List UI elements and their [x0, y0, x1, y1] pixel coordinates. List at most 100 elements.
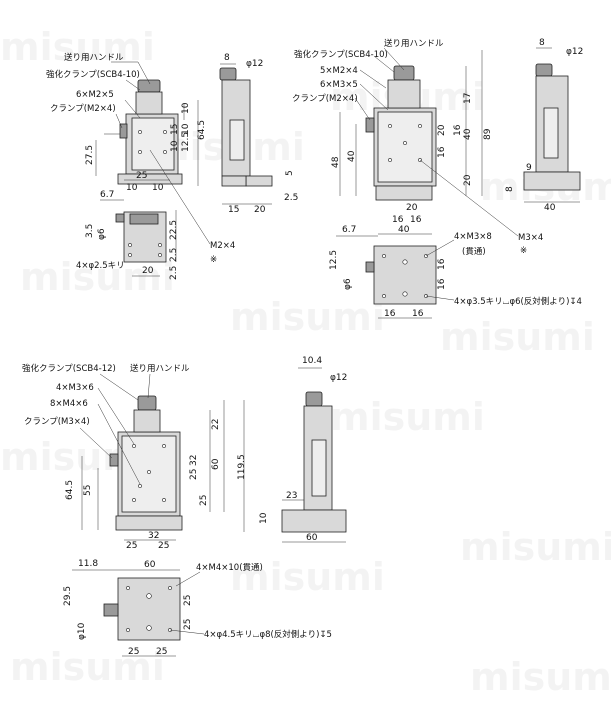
dimension-label: 40: [463, 128, 473, 140]
dimension-label: φ12: [566, 47, 583, 57]
top-left-side-view: 8 φ12 5 15 20 2.5: [219, 53, 298, 215]
dimension-label: 20: [254, 205, 266, 215]
dimension-label: φ6: [97, 228, 107, 240]
bottom-side-view: 10.4 φ12 23 10 60: [259, 356, 347, 543]
dimension-label: 2.5: [169, 248, 179, 262]
dimension-label: 32: [189, 455, 199, 466]
dimension-label: φ10: [77, 622, 87, 640]
bottom-labels: 強化クランプ(SCB4-12) 送り用ハンドル 4×M3×6 8×M4×6 クラ…: [22, 363, 190, 485]
dimension-label: 16: [453, 124, 463, 136]
watermark-text: misumi: [470, 655, 611, 699]
dimension-label: 10.4: [302, 356, 322, 366]
bottom-base-view: 29.5 φ10 25 25 25 25 4×φ4.5キリ⌴φ8(反対側より)↧…: [63, 571, 332, 657]
dimension-label: 強化クランプ(SCB4-12): [22, 363, 116, 374]
watermark-text: misumi: [230, 295, 385, 339]
top-left-front-view: [104, 79, 183, 185]
dimension-label: 6.7: [342, 225, 356, 235]
dimension-label: ※: [520, 246, 527, 256]
watermark-text: misumi: [460, 525, 611, 569]
dimension-label: 16: [392, 215, 404, 225]
dimension-label: 送り用ハンドル: [130, 363, 190, 374]
dimension-label: 40: [544, 203, 556, 213]
dimension-label: 11.8: [78, 559, 98, 569]
dimension-label: 10: [181, 102, 191, 114]
dimension-label: 25: [183, 595, 193, 606]
dimension-label: 16: [437, 258, 447, 270]
dimension-label: 32: [148, 531, 159, 541]
dimension-label: 5×M2×4: [320, 66, 358, 76]
top-right-labels: 強化クランプ(SCB4-10) 送り用ハンドル 5×M2×4 6×M3×5 クラ…: [292, 38, 444, 121]
dimension-label: (貫通): [462, 246, 486, 257]
dimension-label: 89: [483, 128, 493, 140]
dimension-label: 20: [406, 203, 418, 213]
dimension-label: 12.5: [181, 132, 191, 152]
watermark-text: misumi: [440, 315, 595, 359]
dimension-label: 4×M4×10(貫通): [196, 562, 263, 573]
dimension-label: 60: [306, 533, 318, 543]
dimension-label: 6×M2×5: [76, 90, 114, 100]
dimension-label: 20: [142, 266, 154, 276]
dimension-label: 60: [211, 458, 221, 470]
dimension-label: 25: [158, 541, 169, 551]
dimension-label: φ6: [343, 278, 353, 290]
dimension-label: クランプ(M2×4): [292, 94, 358, 104]
dimension-label: 8: [224, 53, 230, 63]
dimension-label: 25: [128, 647, 139, 657]
dimension-label: 20: [463, 174, 473, 186]
dimension-label: 25: [126, 541, 137, 551]
top-left-base-view: 3.5 φ6 22.5 2.5 2.5 20 4×φ2.5キリ M2×4 ※: [76, 149, 235, 280]
bottom-front-view: [109, 395, 183, 531]
dimension-label: 27.5: [85, 145, 95, 165]
watermark-text: misumi: [330, 395, 485, 439]
dimension-label: クランプ(M3×4): [24, 417, 90, 427]
dimension-label: 9: [526, 163, 532, 173]
dimension-label: 強化クランプ(SCB4-10): [294, 49, 388, 60]
dimension-label: 4×φ2.5キリ: [76, 261, 125, 271]
dimension-label: 10: [170, 140, 180, 152]
dimension-label: 4×M3×6: [56, 383, 94, 393]
dimension-label: M3×4: [518, 233, 543, 243]
dimension-label: 15: [170, 124, 180, 135]
dimension-label: 送り用ハンドル: [384, 38, 444, 49]
dimension-label: 10: [152, 183, 164, 193]
watermark-text: misumi: [10, 645, 165, 689]
dimension-label: 強化クランプ(SCB4-10): [46, 69, 140, 80]
dimension-label: 16: [410, 215, 422, 225]
dimension-label: 25: [156, 647, 167, 657]
dimension-label: 22.5: [169, 220, 179, 240]
dimension-label: 64.5: [197, 120, 207, 140]
top-left-dimensions: 10 15 10 10 12.5 64.5 27.5 25 10 10 6.7: [85, 100, 207, 201]
dimension-label: 2.5: [284, 193, 298, 203]
dimension-label: 25: [183, 619, 193, 630]
dimension-label: 12.5: [329, 250, 339, 270]
dimension-label: 16: [412, 309, 424, 319]
dimension-label: M2×4: [210, 241, 235, 251]
top-right-front-view: [365, 65, 437, 201]
dimension-label: 6×M3×5: [320, 80, 358, 90]
watermark-text: misumi: [230, 555, 385, 599]
dimension-label: 22: [211, 419, 221, 430]
dimension-label: 48: [331, 156, 341, 168]
dimension-label: 8×M4×6: [50, 399, 88, 409]
dimension-label: 25: [199, 495, 209, 506]
dimension-label: 23: [286, 491, 297, 501]
dimension-label: 4×M3×8: [454, 232, 492, 242]
dimension-label: 40: [398, 225, 410, 235]
dimension-label: 10: [259, 512, 269, 524]
top-right-dimensions: 17 89 20 16 40 16 48 40 20 16 16 20 40 6…: [331, 50, 493, 237]
dimension-label: 25: [136, 171, 147, 181]
dimension-label: 4×φ3.5キリ⌴φ6(反対側より)↧4: [454, 296, 582, 307]
dimension-label: 15: [228, 205, 239, 215]
dimension-label: 16: [437, 146, 447, 158]
dimension-label: 8: [539, 38, 545, 48]
dimension-label: 29.5: [63, 586, 73, 606]
dimension-label: ※: [210, 255, 217, 265]
dimension-label: 8: [505, 186, 515, 192]
dimension-label: 25: [189, 469, 199, 480]
dimension-label: 4×φ4.5キリ⌴φ8(反対側より)↧5: [204, 629, 332, 640]
dimension-label: φ12: [246, 59, 263, 69]
dimension-label: 17: [463, 93, 473, 104]
dimension-label: 16: [384, 309, 396, 319]
dimension-label: 10: [126, 183, 138, 193]
